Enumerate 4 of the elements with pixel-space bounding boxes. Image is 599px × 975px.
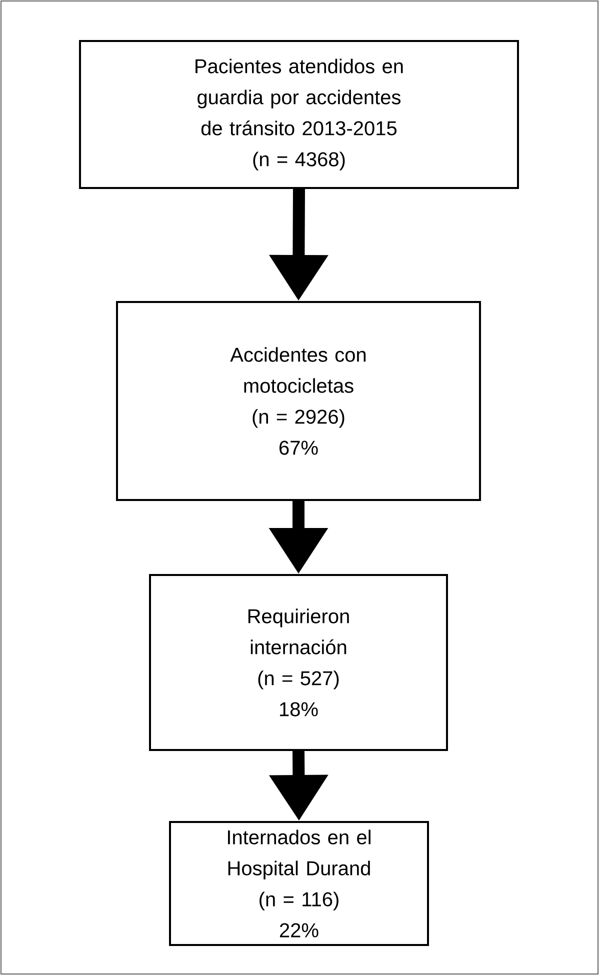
process-box: Pacientes atendidos en guardia por accidentes de tránsito 2013-2015 (n = 4368)	[79, 40, 519, 190]
process-box: Requirieron internación (n = 527) 18%	[149, 574, 448, 751]
process-box: Internados en el Hospital Durand (n = 116) 22%	[169, 821, 429, 946]
process-box: Accidentes con motocicletas (n = 2926) 67%	[116, 301, 481, 501]
